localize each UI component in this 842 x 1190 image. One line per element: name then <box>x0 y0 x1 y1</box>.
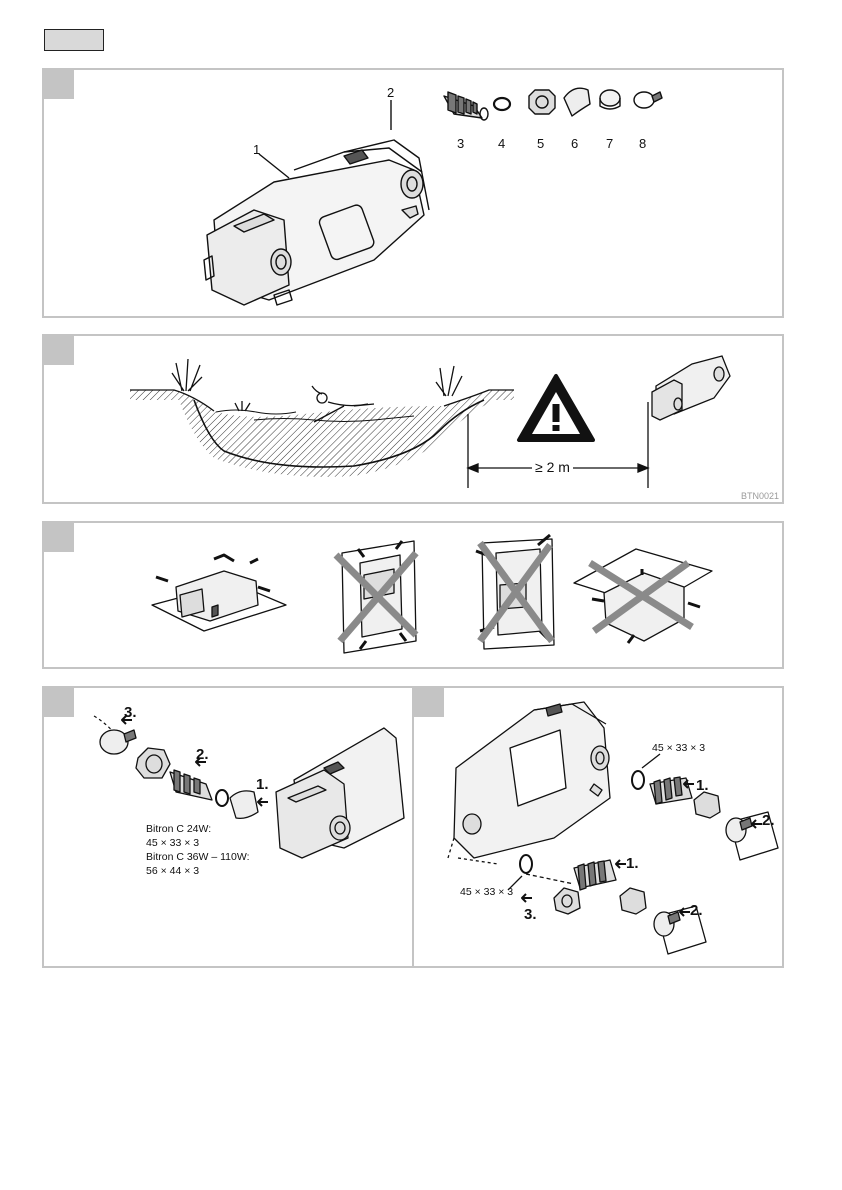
step-2-label: 2. <box>196 746 209 763</box>
o-ring-top <box>632 771 644 789</box>
part-label-3: 3 <box>457 136 464 151</box>
spec-line-3: Bitron C 36W – 110W: <box>146 850 250 864</box>
step-3-label: 3. <box>124 704 137 721</box>
part-label-2: 2 <box>387 85 394 100</box>
hose-tail-bottom <box>574 860 616 890</box>
part-label-1: 1 <box>253 142 260 157</box>
top-step-1-label: 1. <box>696 777 709 794</box>
section-tag-box <box>44 29 104 51</box>
o-ring-part-4 <box>494 98 510 110</box>
arrow-bottom-step-1 <box>616 860 626 868</box>
spec-line-4: 56 × 44 × 3 <box>146 864 250 878</box>
o-ring-spec-block: Bitron C 24W: 45 × 33 × 3 Bitron C 36W –… <box>146 822 250 878</box>
reeds-right <box>436 366 462 396</box>
o-ring-bottom-spec: 45 × 33 × 3 <box>460 885 513 899</box>
orientation-illustrations <box>44 523 786 671</box>
panel-mounting-orientation <box>42 521 784 669</box>
sleeve-part-7 <box>600 90 620 109</box>
device-parts-illustration <box>44 70 786 320</box>
part-label-6: 6 <box>571 136 578 151</box>
panel-inlet-connection: 1. 2. 3. Bitron C 24W: 45 × 33 × 3 Bitro… <box>42 686 414 968</box>
spec-line-1: Bitron C 24W: <box>146 822 250 836</box>
o-ring <box>216 790 228 806</box>
hose-tail-part-3 <box>444 92 488 120</box>
union-nut-bottom <box>620 888 646 914</box>
device-front-view <box>276 728 404 858</box>
small-plant <box>235 401 250 411</box>
leader-line-1 <box>259 154 289 178</box>
panel-outlet-connection: 45 × 33 × 3 45 × 33 × 3 1. 2. 1. 2. 3. <box>412 686 784 968</box>
figure-code: BTN0021 <box>741 491 779 501</box>
hose-clip <box>100 730 136 754</box>
sleeve <box>230 791 258 819</box>
wrong-orientation-1 <box>336 541 416 653</box>
o-ring-top-leader <box>642 754 660 768</box>
elbow-part-6 <box>564 88 590 116</box>
step-1-label: 1. <box>256 776 269 793</box>
arrow-bottom-step-3 <box>522 894 532 902</box>
small-device-drawing <box>652 356 730 420</box>
bottom-step-1-label: 1. <box>626 855 639 872</box>
part-label-4: 4 <box>498 136 505 151</box>
union-nut-top <box>694 792 720 818</box>
device-rear-view <box>448 702 610 864</box>
part-label-8: 8 <box>639 136 646 151</box>
wrong-orientation-2 <box>476 535 554 649</box>
o-ring-bottom <box>520 855 532 873</box>
union-nut-part-5 <box>529 90 555 114</box>
panel-parts-overview: 1 2 3 4 5 6 7 8 <box>42 68 784 318</box>
correct-orientation <box>152 555 286 631</box>
distance-label: ≥ 2 m <box>532 459 573 475</box>
bottom-step-3-label: 3. <box>524 906 537 923</box>
bottom-step-2-label: 2. <box>690 902 703 919</box>
part-label-7: 7 <box>606 136 613 151</box>
reeds-left <box>172 359 202 391</box>
panel-safety-distance: ≥ 2 m BTN0021 <box>42 334 784 504</box>
outlet-assembly-illustration <box>414 688 786 970</box>
pond-illustration <box>44 336 786 506</box>
arrow-step-1 <box>258 798 268 806</box>
union-nut <box>136 748 170 778</box>
hose-tail <box>170 770 212 800</box>
hose-clip-part-8 <box>634 92 662 108</box>
warning-triangle-icon <box>519 376 593 440</box>
spec-line-2: 45 × 33 × 3 <box>146 836 250 850</box>
uvc-device-drawing <box>204 140 429 305</box>
o-ring-top-spec: 45 × 33 × 3 <box>652 741 705 755</box>
top-step-2-label: 2. <box>762 812 775 829</box>
wrong-orientation-3 <box>574 549 712 643</box>
union-nut-bottom-loose <box>554 888 580 914</box>
part-label-5: 5 <box>537 136 544 151</box>
